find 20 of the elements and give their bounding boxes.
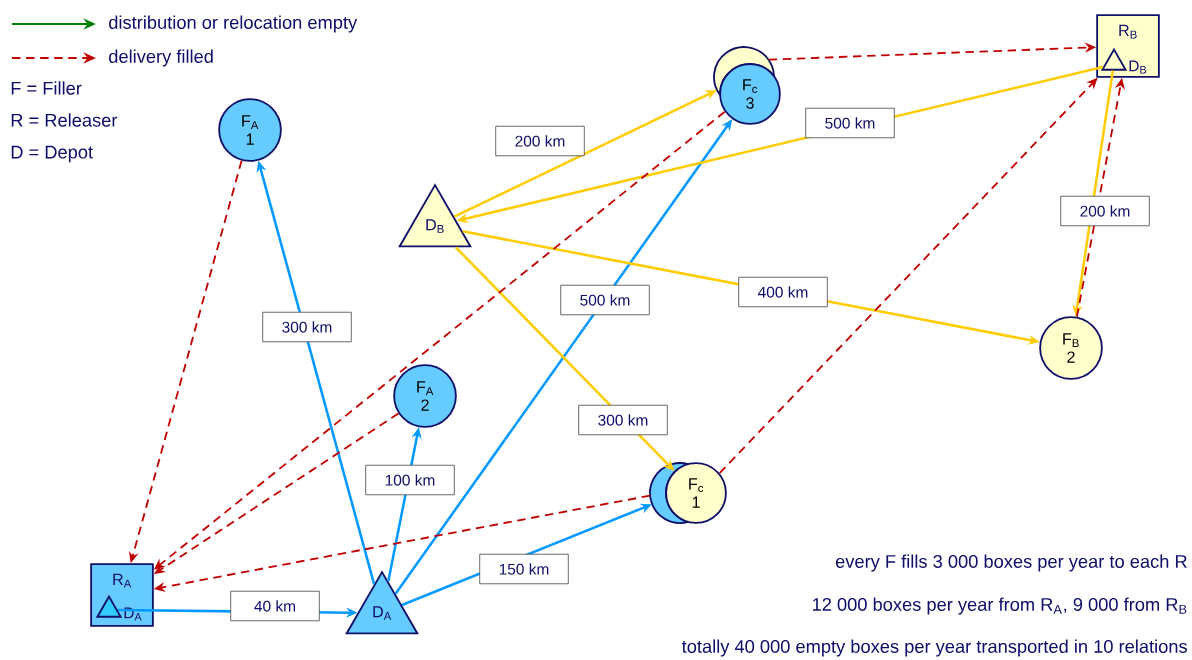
legend-text: distribution or relocation empty bbox=[109, 15, 358, 33]
depot-label: D$_{B}$ bbox=[1129, 60, 1147, 74]
distance-label: 100 km bbox=[365, 464, 455, 496]
distance-label: 200 km bbox=[1060, 195, 1150, 227]
distance-label: 500 km bbox=[805, 107, 895, 139]
note-text: D = Depot bbox=[11, 145, 93, 163]
note-text: 12 000 boxes per year from R$_{A}$, 9 000 from R$_{B}$ bbox=[813, 597, 1187, 615]
distance-label: 300 km bbox=[578, 404, 668, 436]
distance-label: 40 km bbox=[230, 590, 320, 622]
note-text: every F fills 3 000 boxes per year to each R bbox=[835, 554, 1187, 572]
note-text: totally 40 000 empty boxes per year transported in 10 relations bbox=[681, 639, 1187, 657]
distance-label: 150 km bbox=[479, 553, 569, 585]
note-text: F = Filler bbox=[11, 81, 82, 95]
distance-label: 200 km bbox=[495, 125, 585, 157]
distance-label: 300 km bbox=[262, 311, 352, 343]
legend-text: delivery filled bbox=[109, 49, 213, 67]
distance-label: 500 km bbox=[560, 284, 650, 316]
note-text: R = Releaser bbox=[11, 113, 118, 127]
distance-label: 400 km bbox=[738, 276, 828, 308]
crescent-shape bbox=[713, 46, 775, 96]
